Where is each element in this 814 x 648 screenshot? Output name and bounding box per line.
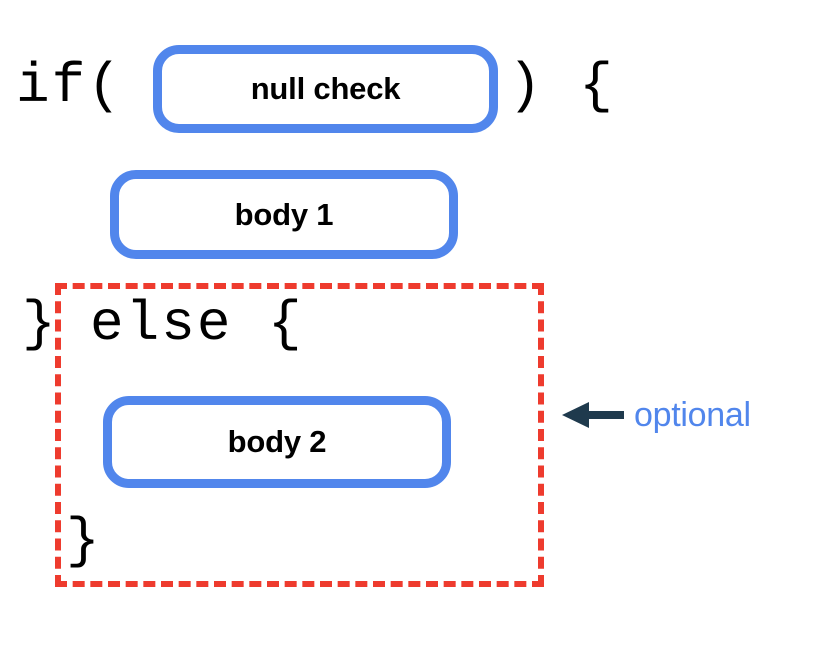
box-body-2-label: body 2: [227, 424, 327, 459]
box-body-1[interactable]: body 1: [110, 170, 458, 259]
arrow-left-icon: [562, 402, 624, 428]
box-body-1-label: body 1: [234, 196, 334, 232]
code-else-open: else {: [90, 292, 304, 356]
box-null-check-label: null check: [250, 71, 401, 106]
box-body-2[interactable]: body 2: [103, 396, 451, 488]
code-paren-brace-close: ) {: [508, 54, 615, 118]
code-brace-close-else: }: [66, 509, 102, 573]
box-null-check[interactable]: null check: [153, 45, 498, 133]
code-if-open: if(: [16, 54, 123, 118]
optional-annotation-label: optional: [634, 396, 751, 434]
code-brace-close-if: }: [22, 292, 58, 356]
